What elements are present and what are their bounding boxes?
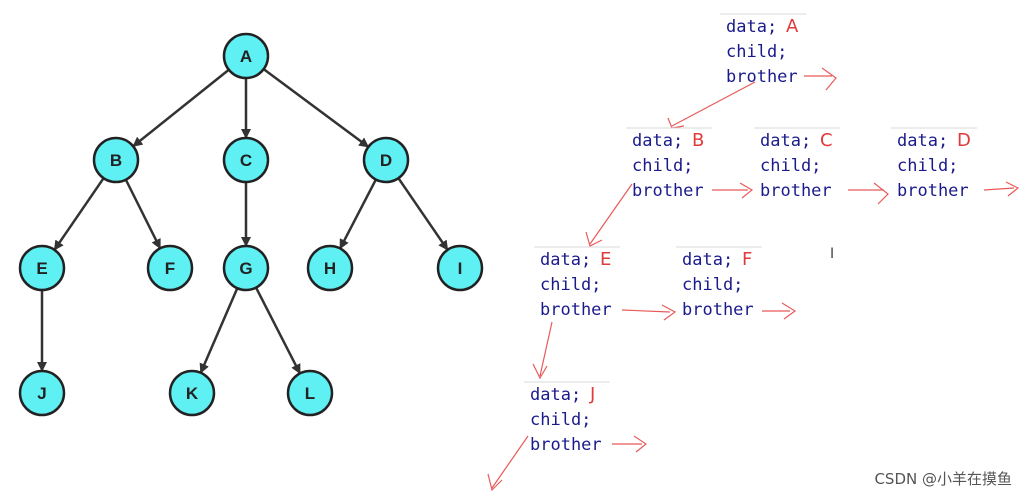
edge-a-d (262, 68, 370, 148)
node-label: E (36, 259, 47, 278)
code-blocks: data;Achild;brotherdata;Bchild;brotherda… (524, 13, 977, 455)
j-brother-arrow (612, 435, 648, 453)
b-child-arrow (585, 183, 633, 247)
e-child-arrow (532, 321, 553, 380)
tree-node-l: L (286, 369, 334, 417)
child-field-label: child; (726, 42, 787, 62)
edge-b-f (124, 179, 161, 250)
tree-node-i: I (436, 244, 484, 292)
pointer-lines (487, 67, 1020, 492)
node-label: I (458, 259, 463, 278)
node-circle (222, 32, 270, 80)
tree-edges (37, 68, 449, 375)
f-brother-arrow (762, 302, 797, 320)
tree-node-e: E (18, 244, 66, 292)
tree-node-h: H (306, 244, 354, 292)
watermark: CSDN @小羊在摸鱼 (874, 470, 1012, 488)
data-value-letter: D (957, 130, 971, 151)
j-child-arrow (487, 435, 529, 492)
edge-g-k (199, 287, 239, 374)
edge-g-l (254, 287, 301, 375)
data-value-letter: J (589, 384, 595, 405)
node-label: H (324, 259, 336, 278)
data-value-letter: F (742, 249, 752, 270)
child-field-label: child; (682, 275, 743, 295)
node-label: F (165, 259, 175, 278)
node-circle (286, 369, 334, 417)
data-value-letter: A (786, 16, 799, 37)
node-label: D (380, 151, 392, 170)
c-brother-arrow (848, 182, 889, 205)
data-field-label: data; (530, 385, 581, 405)
brother-field-label: brother (530, 435, 602, 455)
tree-node-g: G (222, 244, 270, 292)
node-label: L (305, 384, 315, 403)
edge-d-h (339, 178, 377, 250)
e-brother-arrow (621, 304, 677, 321)
data-field-label: data; (632, 131, 683, 151)
node-circle (146, 244, 194, 292)
node-circle (92, 136, 140, 184)
a-child-arrow (667, 81, 756, 129)
node-label: G (239, 259, 252, 278)
data-value-letter: E (600, 249, 611, 270)
data-value-letter: B (692, 130, 704, 151)
node-circle (306, 244, 354, 292)
node-label: K (186, 384, 199, 403)
edge-a-b (132, 68, 230, 147)
d-brother-arrow (983, 181, 1020, 197)
node-circle (222, 136, 270, 184)
brother-field-label: brother (682, 300, 754, 320)
node-label: C (240, 151, 252, 170)
child-field-label: child; (540, 275, 601, 295)
child-field-label: child; (760, 156, 821, 176)
brother-field-label: brother (897, 181, 969, 201)
data-value-letter: C (820, 130, 833, 151)
node-circle (362, 136, 410, 184)
data-field-label: data; (682, 250, 733, 270)
tree-node-k: K (168, 369, 216, 417)
b-brother-arrow (712, 182, 754, 199)
a-brother-arrow (804, 67, 837, 91)
tree-node-j: J (18, 369, 66, 417)
child-field-label: child; (897, 156, 958, 176)
brother-field-label: brother (760, 181, 832, 201)
tree-node-f: F (146, 244, 194, 292)
tree-nodes: A B C D E F G H I J K L (18, 32, 484, 417)
node-circle (222, 244, 270, 292)
node-circle (436, 244, 484, 292)
brother-field-label: brother (726, 67, 798, 87)
tree-node-c: C (222, 136, 270, 184)
data-field-label: data; (726, 17, 777, 37)
node-circle (18, 244, 66, 292)
text-cursor-icon: I (830, 246, 834, 262)
brother-field-label: brother (632, 181, 704, 201)
node-label: J (37, 384, 46, 403)
node-label: B (110, 151, 122, 170)
child-field-label: child; (530, 410, 591, 430)
tree-node-b: B (92, 136, 140, 184)
data-field-label: data; (760, 131, 811, 151)
tree-node-d: D (362, 136, 410, 184)
data-field-label: data; (540, 250, 591, 270)
child-field-label: child; (632, 156, 693, 176)
node-circle (18, 369, 66, 417)
tree-node-a: A (222, 32, 270, 80)
node-circle (168, 369, 216, 417)
data-field-label: data; (897, 131, 948, 151)
brother-field-label: brother (540, 300, 612, 320)
edge-b-e (53, 177, 105, 251)
edge-d-i (397, 177, 449, 251)
node-label: A (240, 47, 252, 66)
